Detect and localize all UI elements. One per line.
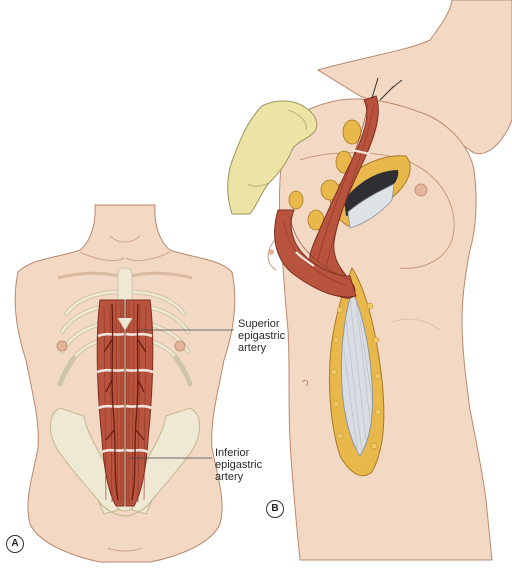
nipple-right: [174, 340, 186, 352]
inferior-label-line1: Inferior: [215, 447, 250, 459]
subcutaneous-tunnel: [288, 119, 362, 231]
inferior-label-line3: artery: [215, 471, 244, 483]
suture-retractors: [371, 77, 403, 101]
tram-flap-pedicle: [274, 95, 379, 299]
rectus-abdominis: [96, 299, 154, 507]
inferior-label-line2: epigastric: [215, 459, 263, 471]
panel-b-badge: B: [266, 500, 284, 518]
superior-epigastric-label: Superior epigastric artery: [238, 318, 285, 354]
superior-label-line1: Superior: [238, 318, 280, 330]
superior-label-line2: epigastric: [238, 330, 286, 342]
donor-site-incision: [329, 266, 385, 477]
superior-label-line3: artery: [238, 342, 267, 354]
panel-a-torso: [14, 204, 236, 563]
pelvis: [50, 407, 200, 517]
panel-a-badge: A: [6, 535, 24, 553]
inferior-epigastric-label: Inferior epigastric artery: [215, 447, 262, 483]
mesh-sheath: [341, 288, 373, 457]
panel-b-figure: [227, 0, 512, 561]
chest-wall-defect: [329, 155, 411, 229]
nipple-left: [56, 340, 68, 352]
panel-a-figure: [14, 204, 236, 563]
surgeon-gloved-hand: [227, 100, 318, 215]
panel-b-nipple: [414, 183, 428, 197]
